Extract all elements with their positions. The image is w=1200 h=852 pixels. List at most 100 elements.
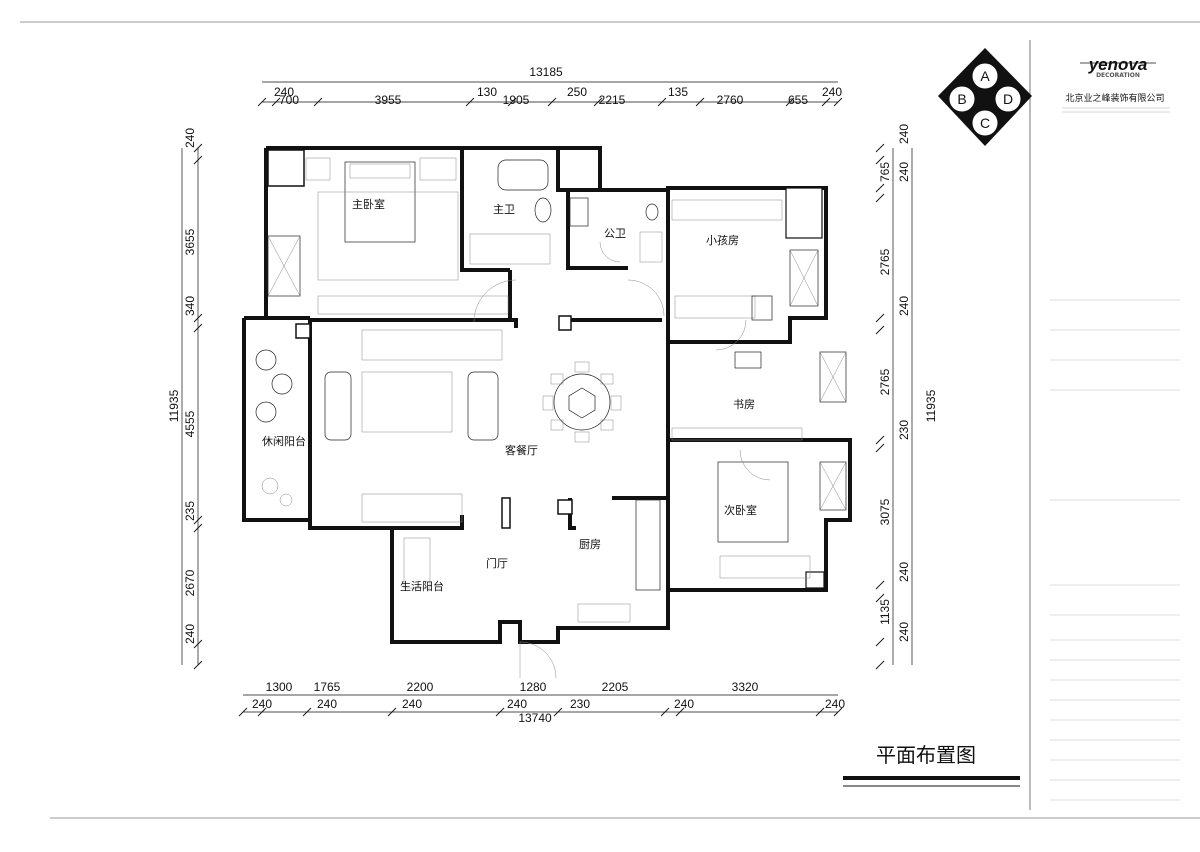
compass-d: D xyxy=(1003,91,1013,107)
dim-top-tick-10 xyxy=(821,97,831,107)
dim-bottom-upper-4: 2205 xyxy=(602,680,629,694)
dim-top-tick-7 xyxy=(657,97,667,107)
dim-right-9: 1135 xyxy=(878,599,892,625)
dim-top-8: 2760 xyxy=(717,93,744,107)
dim-bottom-tick-8 xyxy=(815,707,825,717)
dim-bottom-lower-0: 240 xyxy=(252,697,272,711)
dim-right-tick-5 xyxy=(875,325,885,335)
dim-top-tick-1 xyxy=(271,97,281,107)
dim-bottom-lower-1: 240 xyxy=(317,697,337,711)
dim-top-tick-0 xyxy=(257,97,267,107)
dim-right-10: 240 xyxy=(897,622,911,642)
dim-right-tick-7 xyxy=(875,443,885,453)
dim-top-2: 3955 xyxy=(375,93,402,107)
dim-right-tick-2 xyxy=(875,183,885,193)
compass-b: B xyxy=(957,91,966,107)
dim-bottom-upper-3: 1280 xyxy=(520,680,547,694)
company-title-block: yenova DECORATION 北京业之峰装饰有限公司 xyxy=(1050,55,1180,801)
dim-right-4: 240 xyxy=(897,296,911,316)
dim-bottom-tick-9 xyxy=(833,707,843,717)
dimensions-top: 13185 xyxy=(262,65,838,103)
room-study: 书房 xyxy=(733,398,755,411)
dim-bottom-tick-7 xyxy=(675,707,685,717)
room-living-dining: 客餐厅 xyxy=(505,443,538,457)
room-master-bedroom: 主卧室 xyxy=(352,197,385,211)
drawing-title-block: 平面布置图 xyxy=(843,743,1020,787)
dim-right-tick-10 xyxy=(875,637,885,647)
dim-top-tick-8 xyxy=(695,97,705,107)
room-second-bedroom: 次卧室 xyxy=(724,503,757,517)
brand-logo: yenova xyxy=(1088,55,1148,74)
dim-left-3: 4555 xyxy=(183,410,197,437)
company-name: 北京业之峰装饰有限公司 xyxy=(1065,92,1164,104)
room-foyer: 门厅 xyxy=(486,556,508,570)
dim-top-4: 1905 xyxy=(503,93,530,107)
compass-a: A xyxy=(980,68,990,84)
dim-right-tick-11 xyxy=(875,660,885,670)
dim-bottom-lower-6: 240 xyxy=(825,697,845,711)
dim-top-tick-11 xyxy=(833,97,843,107)
dim-right-5: 2765 xyxy=(878,368,892,395)
dim-right-tick-3 xyxy=(875,193,885,203)
dim-top-10: 240 xyxy=(822,85,842,99)
dim-top-tick-9 xyxy=(785,97,795,107)
dim-right-tick-4 xyxy=(875,313,885,323)
dim-bottom-tick-5 xyxy=(553,707,563,717)
room-leisure-balcony: 休闲阳台 xyxy=(262,434,306,448)
dim-right-0: 240 xyxy=(897,124,911,144)
dim-top-1: 700 xyxy=(279,93,299,107)
floor-plan xyxy=(242,146,852,679)
brand-sub: DECORATION xyxy=(1096,72,1140,79)
dim-top-7: 135 xyxy=(668,85,688,99)
dim-right-1: 765 xyxy=(878,162,892,182)
dim-top-9: 655 xyxy=(788,93,808,107)
dim-left-tick-0 xyxy=(193,143,203,153)
room-public-bath: 公卫 xyxy=(604,227,626,240)
dim-left-5: 2670 xyxy=(183,569,197,596)
room-child-room: 小孩房 xyxy=(706,234,739,247)
dim-bottom-total: 13740 xyxy=(518,711,552,725)
dim-bottom-tick-4 xyxy=(495,707,505,717)
dim-right-8: 240 xyxy=(897,562,911,582)
dim-right-total: 11935 xyxy=(924,389,938,422)
dim-top-5: 250 xyxy=(567,85,587,99)
dim-bottom-tick-2 xyxy=(302,707,312,717)
dim-top-tick-3 xyxy=(465,97,475,107)
dim-top-tick-6 xyxy=(593,97,603,107)
dim-top-total: 13185 xyxy=(529,65,563,79)
dim-bottom-upper-2: 2200 xyxy=(407,680,434,694)
dim-left-tick-2 xyxy=(193,313,203,323)
dim-top-3: 130 xyxy=(477,85,497,99)
dim-left-tick-3 xyxy=(193,323,203,333)
room-utility-balcony: 生活阳台 xyxy=(400,579,444,593)
dim-right-tick-8 xyxy=(875,580,885,590)
dim-right-tick-0 xyxy=(875,143,885,153)
dim-bottom-tick-3 xyxy=(387,707,397,717)
dim-top-tick-2 xyxy=(313,97,323,107)
dim-left-tick-4 xyxy=(193,515,203,525)
dim-left-4: 235 xyxy=(183,501,197,521)
dim-left-6: 240 xyxy=(183,624,197,644)
dim-left-tick-6 xyxy=(193,639,203,649)
dim-left-2: 340 xyxy=(183,296,197,316)
dim-left-1: 3655 xyxy=(183,228,197,255)
dim-bottom-tick-6 xyxy=(660,707,670,717)
dim-left-tick-5 xyxy=(193,523,203,533)
dim-bottom-upper-1: 1765 xyxy=(314,680,341,694)
dimensions-bottom: 13740 xyxy=(243,694,838,725)
dim-right-tick-1 xyxy=(875,155,885,165)
dim-right-2: 240 xyxy=(897,162,911,182)
dim-right-7: 3075 xyxy=(878,498,892,525)
room-labels: 主卧室 主卫 公卫 小孩房 客餐厅 书房 休闲阳台 次卧室 厨房 门厅 生活阳台 xyxy=(262,197,757,593)
dim-right-6: 230 xyxy=(897,420,911,440)
dim-bottom-lower-5: 240 xyxy=(674,697,694,711)
dim-right-3: 2765 xyxy=(878,248,892,275)
dim-left-0: 240 xyxy=(183,128,197,148)
compass-diamond: A B D C xyxy=(938,48,1032,146)
room-kitchen: 厨房 xyxy=(579,538,601,551)
dim-bottom-lower-3: 240 xyxy=(507,697,527,711)
dim-bottom-upper-0: 1300 xyxy=(266,680,293,694)
dim-left-tick-1 xyxy=(193,155,203,165)
dim-bottom-lower-2: 240 xyxy=(402,697,422,711)
